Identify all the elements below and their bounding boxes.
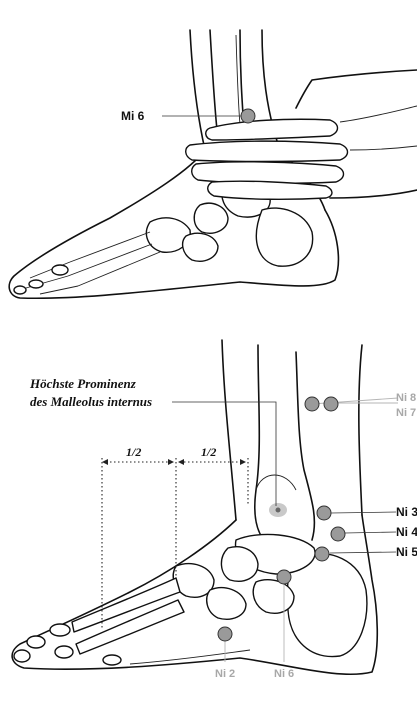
point-ni6: [277, 570, 291, 584]
point-ni5: [315, 547, 329, 561]
malleolus-center-mark: [276, 508, 281, 513]
ni5-leader-line: [330, 552, 396, 553]
arrow-right-start: [178, 459, 184, 465]
point-ni3: [317, 506, 331, 520]
arrow-left-start: [102, 459, 108, 465]
arrow-left-end: [168, 459, 174, 465]
ni3-leader-line: [331, 512, 396, 513]
half-label-right: 1/2: [201, 445, 216, 459]
point-ni8: [305, 397, 319, 411]
point-ni4: [331, 527, 345, 541]
label-ni4: Ni 4: [396, 525, 417, 539]
point-mi6: [241, 109, 255, 123]
label-mi6: Mi 6: [121, 109, 145, 123]
ni4-leader-line: [345, 532, 396, 533]
half-label-left: 1/2: [126, 445, 141, 459]
point-ni2: [218, 627, 232, 641]
label-ni3: Ni 3: [396, 505, 417, 519]
annotation-line-1: Höchste Prominenz: [29, 376, 137, 391]
label-ni5: Ni 5: [396, 545, 417, 559]
label-ni8: Ni 8: [396, 392, 416, 404]
annotation-leader-line: [172, 402, 276, 506]
arrow-right-end: [240, 459, 246, 465]
palpating-hand: [186, 70, 417, 199]
label-ni2: Ni 2: [215, 668, 235, 680]
label-ni6: Ni 6: [274, 668, 294, 680]
point-ni7: [324, 397, 338, 411]
annotation-line-2: des Malleolus internus: [30, 394, 152, 409]
label-ni7: Ni 7: [396, 407, 416, 419]
